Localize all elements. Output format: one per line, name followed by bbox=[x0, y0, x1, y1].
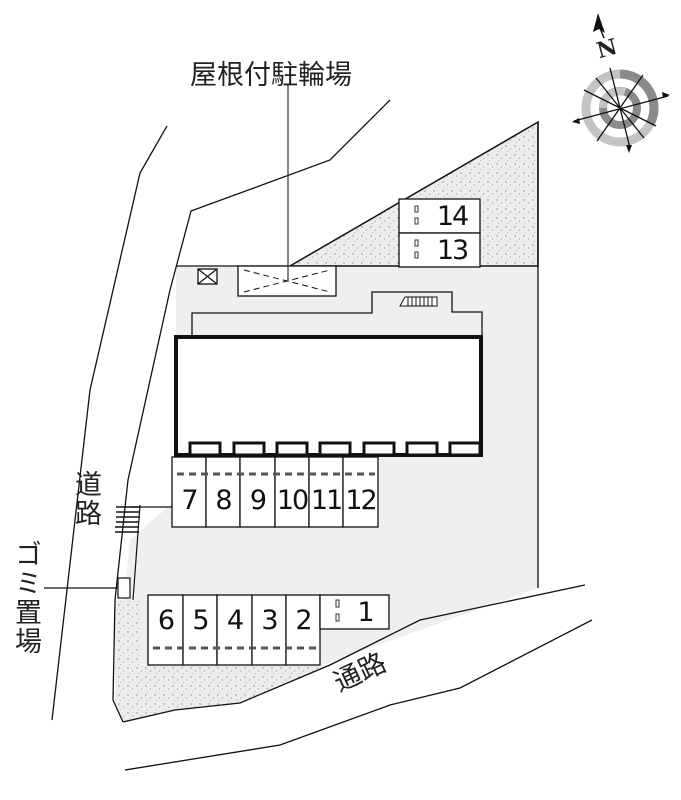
parking-space-13: 13 bbox=[436, 235, 469, 266]
parking-space-3: 3 bbox=[261, 605, 278, 636]
road-left-outer bbox=[51, 125, 168, 721]
parking-space-1: 1 bbox=[357, 597, 374, 628]
garbage-box bbox=[117, 577, 131, 599]
garbage-area-label: ゴミ置場 bbox=[10, 540, 41, 656]
parking-space-10: 10 bbox=[276, 485, 309, 516]
crossed-box-icon bbox=[197, 268, 218, 285]
stairs-icon bbox=[399, 296, 438, 307]
apartment-building bbox=[174, 335, 483, 457]
side-parking bbox=[398, 198, 481, 268]
parking-space-7: 7 bbox=[181, 485, 198, 516]
parking-space-12: 12 bbox=[345, 485, 377, 516]
entrance-steps bbox=[115, 506, 140, 533]
road-left-label: 道路 bbox=[70, 470, 101, 528]
parking-row-upper bbox=[171, 456, 379, 528]
parking-space-4: 4 bbox=[226, 605, 244, 636]
parking-space-14: 14 bbox=[436, 201, 469, 232]
road-left-inner bbox=[112, 99, 391, 723]
passage-lower-line bbox=[124, 619, 593, 771]
compass-icon bbox=[572, 13, 670, 153]
planting-bottom bbox=[115, 600, 330, 722]
parking-space-8: 8 bbox=[215, 485, 232, 516]
passage-upper-line bbox=[122, 584, 586, 723]
parking-space-2: 2 bbox=[295, 605, 312, 636]
parking-space-11: 11 bbox=[310, 485, 343, 516]
bicycle-parking bbox=[237, 84, 337, 297]
parking-space-5: 5 bbox=[192, 605, 209, 636]
parking-row-lower bbox=[147, 594, 390, 666]
parking-space-6: 6 bbox=[157, 605, 175, 636]
bicycle-parking-label: 屋根付駐輪場 bbox=[190, 60, 352, 91]
parking-space-9: 9 bbox=[249, 485, 267, 516]
